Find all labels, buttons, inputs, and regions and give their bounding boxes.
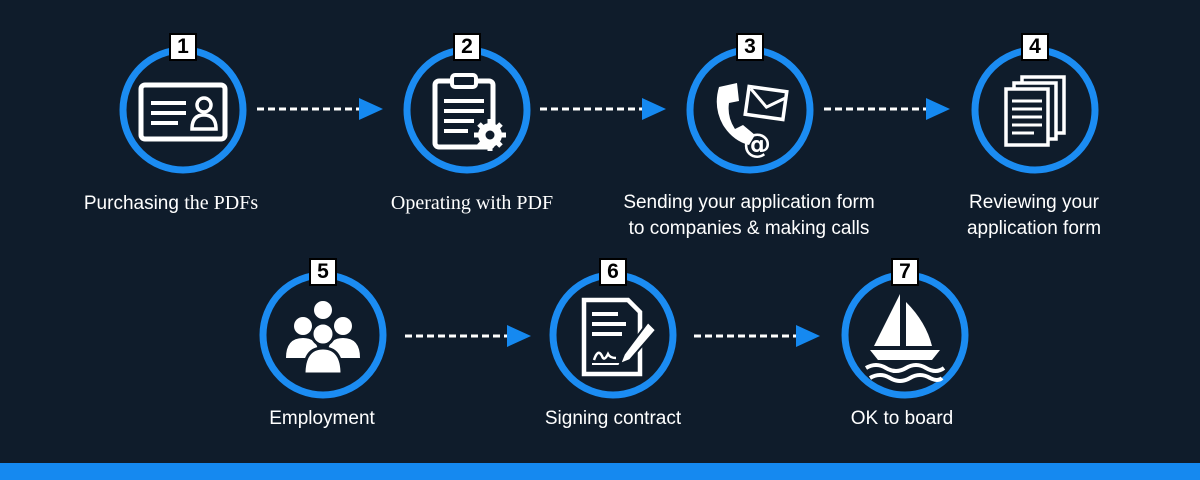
- step-7-label: OK to board: [850, 408, 954, 429]
- documents-stack-icon: [971, 46, 1099, 174]
- step-2-label-text: Operating with PDF: [390, 192, 554, 214]
- arrow-5-to-6: [405, 325, 531, 347]
- arrow-6-to-7: [694, 325, 820, 347]
- arrow-1-to-2: [257, 98, 383, 120]
- step-5-label: Employment: [269, 408, 375, 429]
- step-4-label-line-1: Reviewing your: [969, 192, 1099, 213]
- step-7: 7: [840, 258, 970, 400]
- clipboard-gear-icon: [403, 46, 531, 174]
- step-4-label: Reviewing your application form: [967, 190, 1101, 242]
- step-number-badge: 2: [453, 33, 481, 61]
- signed-contract-icon: [549, 271, 677, 399]
- step-6: 6: [548, 258, 678, 400]
- arrow-2-to-3: [540, 98, 666, 120]
- svg-text:@: @: [743, 127, 771, 160]
- step-3-label-line-1: Sending your application form: [623, 192, 875, 213]
- people-group-icon: [259, 271, 387, 399]
- id-card-icon: [119, 46, 247, 174]
- step-5: 5: [258, 258, 388, 400]
- phone-email-icon: @: [686, 46, 814, 174]
- step-number-badge: 3: [736, 33, 764, 61]
- step-2: 2: [402, 33, 532, 175]
- step-3-label: Sending your application form to compani…: [623, 190, 874, 242]
- step-1-label: Purchasing the PDFs: [84, 190, 258, 217]
- step-2-label: Operating with PDF: [391, 190, 553, 217]
- arrow-3-to-4: [824, 98, 950, 120]
- step-1-label-part-b: the PDFs: [184, 192, 259, 214]
- step-number-badge: 6: [599, 258, 627, 286]
- bottom-accent-bar: [0, 463, 1200, 480]
- step-1: 1: [118, 33, 248, 175]
- step-4: 4: [970, 33, 1100, 175]
- step-3-label-line-2: to companies & making calls: [628, 218, 870, 239]
- step-4-label-line-2: application form: [966, 218, 1102, 239]
- sailboat-icon: [841, 271, 969, 399]
- step-number-badge: 1: [169, 33, 197, 61]
- step-number-badge: 5: [309, 258, 337, 286]
- step-3: @ 3: [685, 33, 815, 175]
- step-number-badge: 4: [1021, 33, 1049, 61]
- step-number-badge: 7: [891, 258, 919, 286]
- step-6-label: Signing contract: [544, 408, 682, 429]
- step-1-label-part-a: Purchasing: [83, 193, 185, 214]
